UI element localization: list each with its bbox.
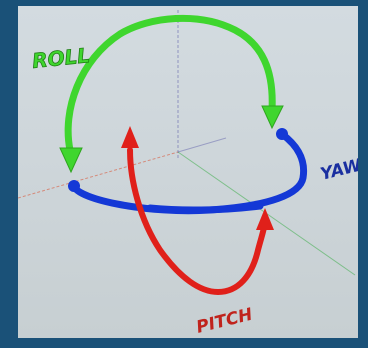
x-axis-line bbox=[18, 151, 179, 199]
yaw-loop-path bbox=[70, 130, 308, 215]
yaw-start-dot bbox=[68, 180, 80, 192]
roll-arch-path bbox=[64, 14, 276, 154]
pitch-right-arrowhead bbox=[256, 208, 274, 230]
yaw-end-dot bbox=[276, 128, 288, 140]
pitch-left-arrowhead bbox=[121, 126, 139, 148]
yaw-loop bbox=[68, 128, 308, 215]
yaw-label: YAW bbox=[318, 155, 358, 185]
roll-left-arrowhead bbox=[59, 147, 83, 174]
pitch-arc-path bbox=[127, 147, 268, 296]
3d-viewport[interactable]: ROLL YAW PITCH bbox=[18, 6, 358, 338]
pitch-arc bbox=[121, 126, 274, 296]
roll-label: ROLL bbox=[31, 43, 91, 73]
pitch-label: PITCH bbox=[194, 305, 254, 338]
rotation-axes-diagram: ROLL YAW PITCH bbox=[18, 10, 358, 338]
roll-right-arrowhead bbox=[261, 105, 284, 130]
axis-stub bbox=[177, 137, 227, 153]
yaw-front-segment bbox=[146, 202, 264, 214]
roll-arch bbox=[59, 14, 284, 174]
